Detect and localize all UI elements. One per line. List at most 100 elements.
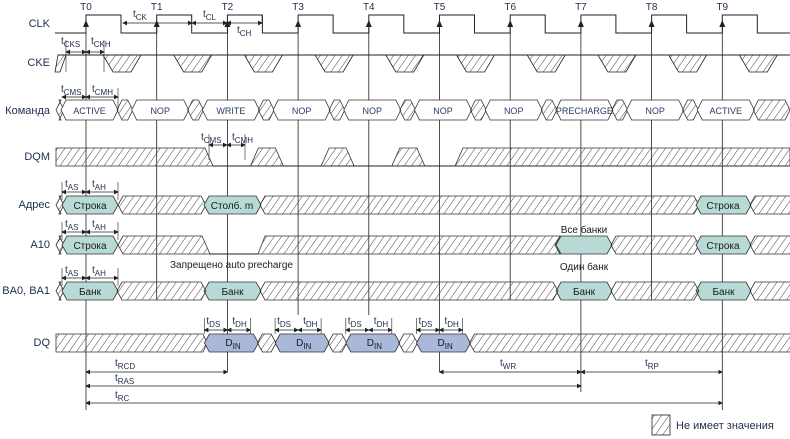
label-sub: DS xyxy=(209,320,220,329)
label-main: t xyxy=(277,316,280,327)
label-sub: DH xyxy=(235,320,247,329)
label-main: t xyxy=(445,316,448,327)
command-label: NOP xyxy=(150,106,170,116)
label-sub: RP xyxy=(648,362,659,371)
clock-label-T8: T8 xyxy=(646,2,658,13)
dont-care-region xyxy=(257,99,275,121)
label-sub: DH xyxy=(377,320,389,329)
a10-dont-care xyxy=(117,235,211,255)
command-label: ACTIVE xyxy=(710,106,743,116)
address-value: Строка xyxy=(706,201,740,212)
a10-precharge-box xyxy=(555,235,613,255)
label-sub: WR xyxy=(503,362,517,371)
command-label: WRITE xyxy=(216,106,245,116)
label-main: t xyxy=(203,9,206,20)
cke-dont-care xyxy=(243,54,284,73)
tras-label: tRAS xyxy=(115,373,134,386)
label-sub: AH xyxy=(95,269,106,278)
dqm-dont-care xyxy=(55,147,214,167)
dont-care-region xyxy=(682,99,699,121)
dont-care-region xyxy=(116,99,134,121)
dont-care-region xyxy=(749,235,790,255)
label-sub: CMS xyxy=(64,88,82,97)
dont-care-region xyxy=(259,281,559,301)
rising-edge-arrow-icon xyxy=(507,20,514,27)
command-label: ACTIVE xyxy=(73,106,106,116)
tds-label: tDS xyxy=(277,316,291,329)
ba-tas-label: tAS xyxy=(65,265,78,278)
tdh-label: tDH xyxy=(445,316,460,329)
label-sub: DS xyxy=(421,320,432,329)
signal-label-cke: CKE xyxy=(27,57,50,69)
twr-label: tWR xyxy=(500,358,516,371)
rising-edge-arrow-icon xyxy=(295,20,302,27)
dqm-tcms-label: tCMS xyxy=(201,132,222,145)
a10-value: Строка xyxy=(706,241,740,252)
clock-label-T1: T1 xyxy=(151,2,163,13)
address-value: Строка xyxy=(73,201,107,212)
cke-dont-care xyxy=(54,54,67,73)
signal-label-clk: CLK xyxy=(29,18,51,30)
dqm-dont-care xyxy=(454,147,790,167)
clock-label-T2: T2 xyxy=(222,2,234,13)
label-main: t xyxy=(61,36,64,47)
label-sub: AS xyxy=(68,183,79,192)
signal-label-command: Команда xyxy=(5,105,51,117)
label-main: t xyxy=(92,219,95,230)
a10-tas-label: tAS xyxy=(65,219,78,232)
signal-label-address: Адрес xyxy=(19,199,51,211)
label-sub: RC xyxy=(118,394,130,403)
command-label: NOP xyxy=(645,106,665,116)
label-main: D xyxy=(225,338,232,349)
rising-edge-arrow-icon xyxy=(224,20,231,27)
all-banks-note: Все банки xyxy=(561,224,608,236)
label-sub: AS xyxy=(68,269,79,278)
cke-dont-care xyxy=(738,54,778,73)
dont-care-region xyxy=(540,99,558,121)
label-sub: CKH xyxy=(94,40,111,49)
label-sub: AH xyxy=(95,183,106,192)
tds-label: tDS xyxy=(419,316,433,329)
label-main: D xyxy=(438,338,445,349)
label-main: t xyxy=(61,84,64,95)
trc-label: tRC xyxy=(115,390,130,403)
dont-care-region xyxy=(610,281,700,301)
rising-edge-arrow-icon xyxy=(83,20,89,27)
label-sub: RAS xyxy=(118,377,134,386)
signal-label-ba: BA0, BA1 xyxy=(2,285,50,297)
dont-care-region xyxy=(752,99,790,121)
dont-care-region xyxy=(398,333,418,353)
rising-edge-arrow-icon xyxy=(648,20,655,27)
tcms-label: tCMS xyxy=(61,84,82,97)
label-main: D xyxy=(296,338,303,349)
dont-care-region xyxy=(259,195,700,215)
dont-care-region xyxy=(328,99,346,121)
tdh-label: tDH xyxy=(232,316,247,329)
label-sub: IN xyxy=(233,342,241,351)
cke-dont-care xyxy=(597,54,637,73)
bank-value: Банк xyxy=(573,287,596,298)
rising-edge-arrow-icon xyxy=(365,20,372,27)
dont-care-region xyxy=(469,333,790,353)
command-label: NOP xyxy=(363,106,383,116)
label-sub: CK xyxy=(136,13,148,22)
label-sub: RCD xyxy=(118,362,136,371)
signal-label-dq: DQ xyxy=(34,337,51,349)
data-in-label: DIN xyxy=(438,338,453,351)
label-sub: AS xyxy=(68,223,79,232)
label-main: t xyxy=(201,132,204,143)
label-main: t xyxy=(92,179,95,190)
one-bank-note: Один банк xyxy=(560,261,609,273)
tds-label: tDS xyxy=(206,316,220,329)
rising-edge-arrow-icon xyxy=(436,20,443,27)
cke-dont-care xyxy=(314,54,354,73)
tch-label: tCH xyxy=(237,25,252,38)
trcd-label: tRCD xyxy=(115,358,135,371)
label-main: t xyxy=(374,316,377,327)
dqm-tcmh-label: tCMH xyxy=(232,132,253,145)
clock-label-T0: T0 xyxy=(80,2,92,13)
label-main: t xyxy=(92,84,95,95)
clock-label-T4: T4 xyxy=(363,2,375,13)
clock-label-T7: T7 xyxy=(575,2,587,13)
